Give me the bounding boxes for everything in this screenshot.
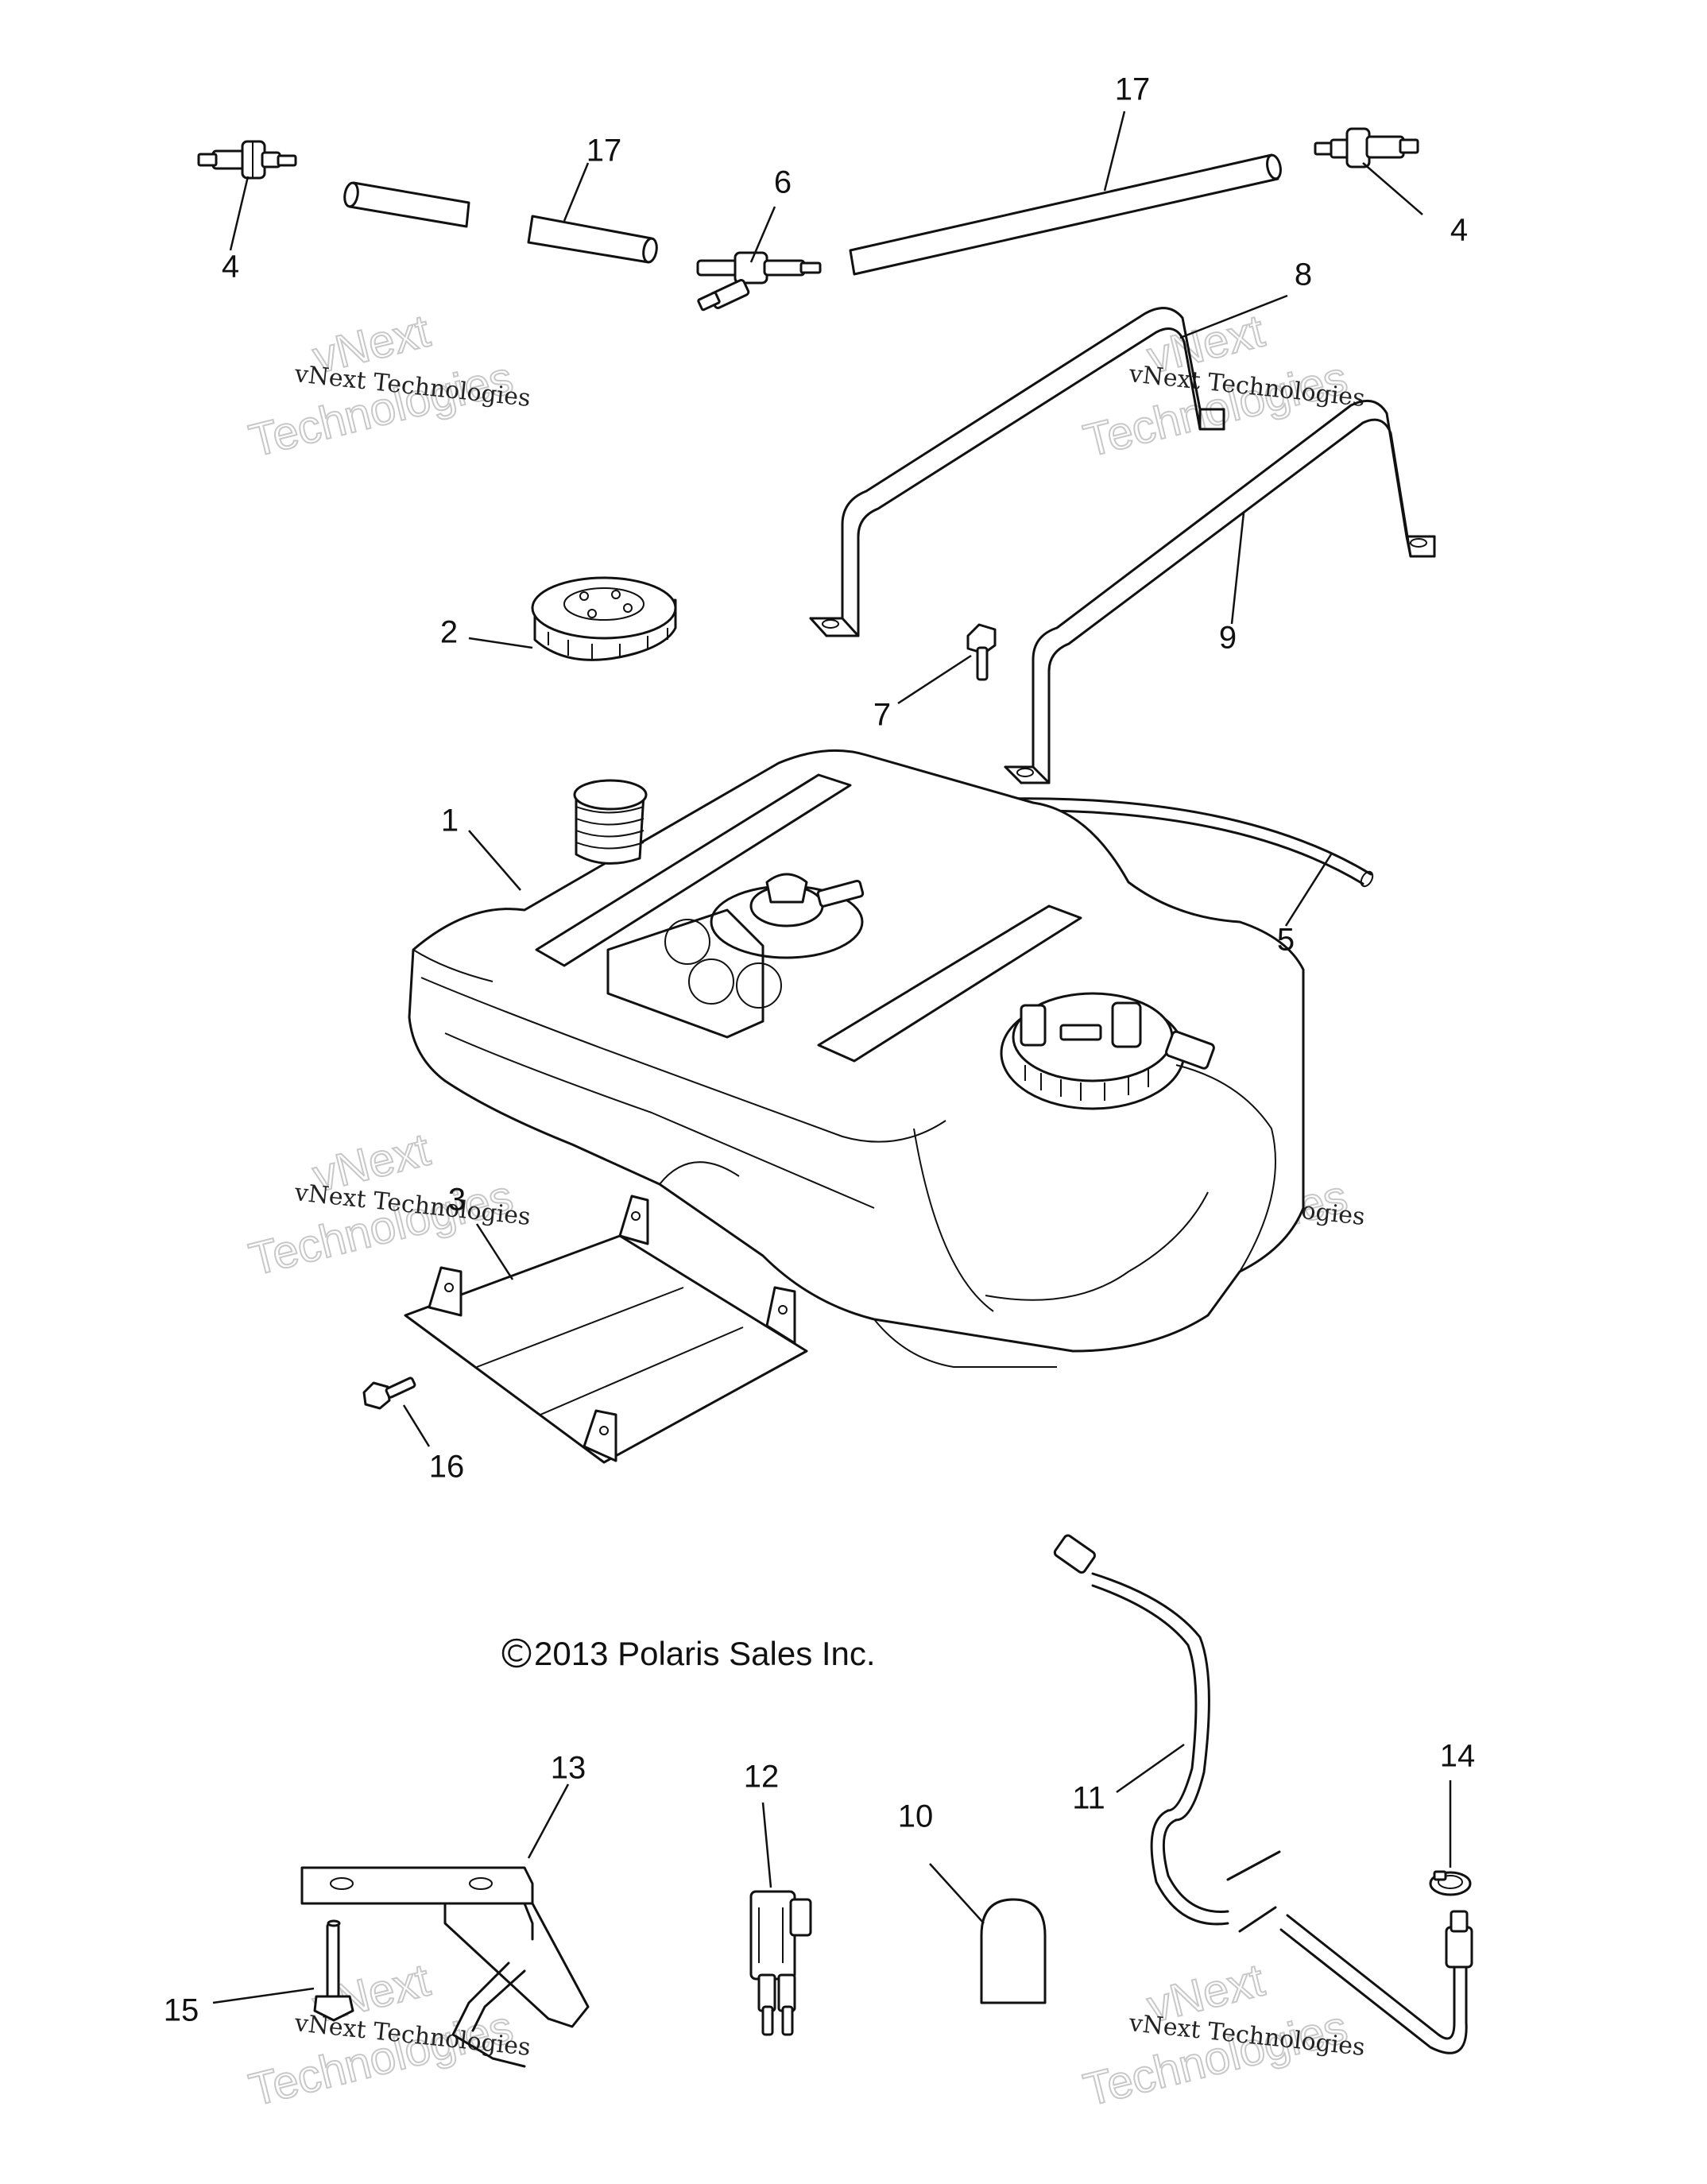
callout-6: 6 xyxy=(774,165,792,200)
part-7-bolt xyxy=(966,623,997,681)
callout-13: 13 xyxy=(551,1751,586,1786)
callout-1: 1 xyxy=(441,804,459,838)
callout-11: 11 xyxy=(1072,1781,1105,1816)
leader-lines xyxy=(212,110,1452,2004)
copyright-text: 2013 Polaris Sales Inc. xyxy=(534,1635,876,1672)
watermark-bottom-left: vNext Technologies vNext Technologies xyxy=(243,1954,532,2117)
watermark-top-left: vNext Technologies vNext Technologies xyxy=(243,304,532,468)
callout-17-short: 17 xyxy=(586,134,622,168)
copyright-notice: 2013 Polaris Sales Inc. xyxy=(501,1635,876,1672)
callout-14: 14 xyxy=(1440,1739,1476,1774)
part-4-check-valve-right xyxy=(1314,127,1419,168)
callout-8: 8 xyxy=(1295,258,1312,292)
callout-2: 2 xyxy=(440,615,458,650)
part-4-check-valve-left xyxy=(197,140,297,180)
copyright-c-glyph xyxy=(508,1644,523,1662)
callout-10: 10 xyxy=(898,1799,934,1834)
part-12-sensor xyxy=(749,1890,812,2036)
part-14-clamp xyxy=(1429,1870,1472,1896)
part-17-hose-short xyxy=(343,181,658,264)
callout-4-left: 4 xyxy=(222,250,239,285)
callout-3: 3 xyxy=(448,1183,466,1218)
part-3-heat-shield xyxy=(404,1195,808,1464)
part-11-fuel-line xyxy=(1053,1534,1473,2054)
part-5-vent-hose xyxy=(1004,797,1374,888)
part-10-protective-cap xyxy=(980,1898,1047,2004)
part-2-fuel-cap xyxy=(531,576,677,661)
callout-4-right: 4 xyxy=(1450,213,1468,248)
callout-9: 9 xyxy=(1219,621,1237,656)
part-13-bracket xyxy=(300,1866,590,2068)
watermark-bottom-right: vNext Technologies vNext Technologies xyxy=(1078,1954,1366,2117)
callout-16: 16 xyxy=(429,1450,465,1485)
callout-17-long: 17 xyxy=(1115,72,1151,107)
callout-12: 12 xyxy=(744,1760,780,1795)
part-15-bolt xyxy=(313,1919,354,2022)
callout-5: 5 xyxy=(1277,923,1295,958)
part-9-strap-rear xyxy=(1004,399,1436,784)
callout-7: 7 xyxy=(873,698,891,733)
part-16-bolt xyxy=(362,1377,416,1410)
part-1-fuel-tank xyxy=(408,749,1305,1368)
copyright-symbol-icon xyxy=(501,1638,532,1668)
part-17-hose-long xyxy=(849,153,1282,276)
callout-labels: 4 17 6 17 4 8 9 7 2 1 5 3 16 13 12 10 11… xyxy=(164,72,1476,2028)
part-6-tee-fitting xyxy=(696,251,822,312)
watermark-mid-left: vNext Technologies vNext Technologies xyxy=(243,1123,532,1287)
callout-15: 15 xyxy=(164,1993,199,2028)
